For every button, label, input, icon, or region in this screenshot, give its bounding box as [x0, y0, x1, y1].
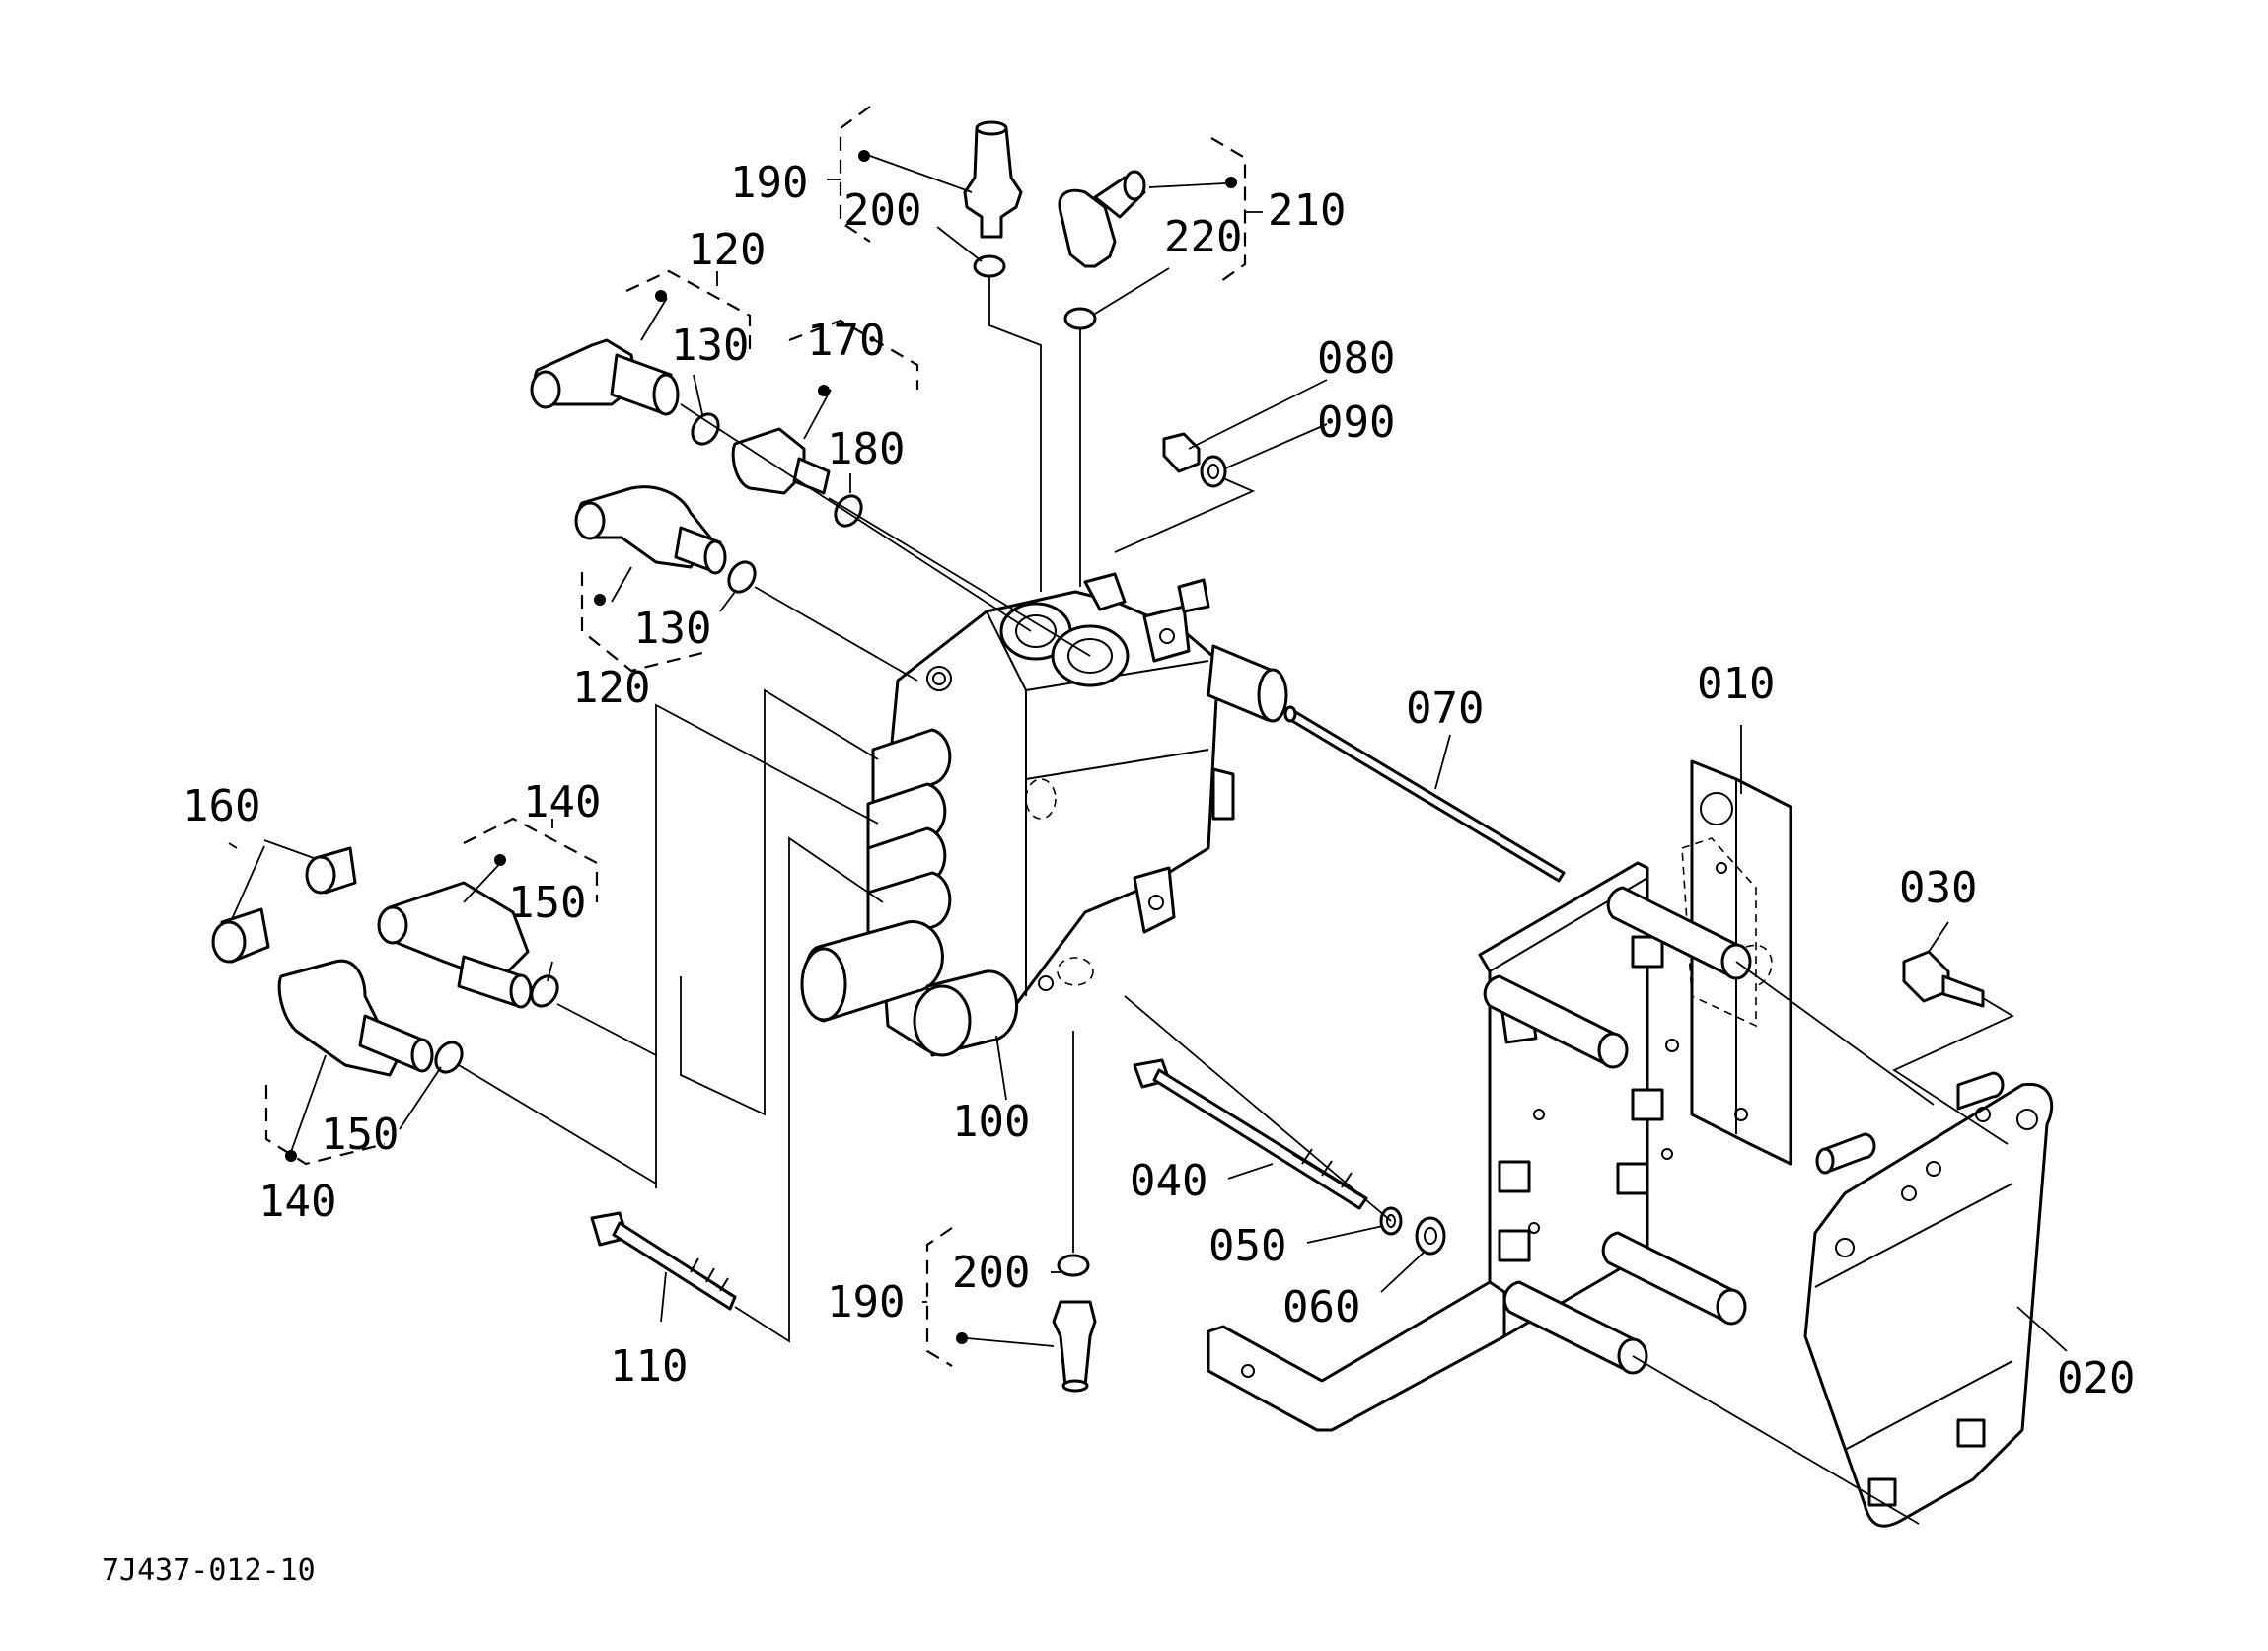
- part-210-elbow-fitting[interactable]: [1058, 170, 1146, 268]
- callout-040[interactable]: 040: [1130, 1156, 1207, 1206]
- callout-070[interactable]: 070: [1406, 683, 1484, 734]
- part-060-washer[interactable]: [1415, 1216, 1446, 1256]
- part-090-washer[interactable]: [1200, 455, 1227, 488]
- callout-120-upper[interactable]: 120: [688, 225, 766, 275]
- diagram-code: 7J437-012-10: [102, 1553, 316, 1588]
- leader-lines: [228, 155, 2068, 1525]
- part-140-tee-fitting-lower[interactable]: [277, 959, 434, 1077]
- group-brackets: [264, 106, 1247, 1367]
- part-040-bolt[interactable]: [1133, 1058, 1368, 1210]
- callout-140-lower[interactable]: 140: [258, 1177, 336, 1227]
- callout-labels: 010 020 030 040 050 060 070 080 090 100 …: [183, 158, 2135, 1403]
- callout-200-bottom[interactable]: 200: [952, 1248, 1030, 1298]
- callout-160[interactable]: 160: [183, 781, 260, 831]
- part-080-nut[interactable]: [1162, 432, 1201, 473]
- part-120-elbow-fitting-lower[interactable]: [574, 485, 727, 575]
- part-020-plate[interactable]: [1803, 1071, 2054, 1528]
- callout-080[interactable]: 080: [1317, 333, 1395, 384]
- callout-120-lower[interactable]: 120: [572, 663, 650, 713]
- callout-130-lower[interactable]: 130: [633, 604, 711, 654]
- callout-150-lower[interactable]: 150: [321, 1110, 399, 1160]
- part-120-elbow-fitting-upper[interactable]: [530, 338, 680, 416]
- callout-130-upper[interactable]: 130: [671, 321, 749, 371]
- part-140-tee-fitting-upper[interactable]: [377, 881, 533, 1009]
- part-030-bolt[interactable]: [1902, 950, 1985, 1008]
- part-170-adapter[interactable]: [731, 427, 831, 495]
- callout-170[interactable]: 170: [807, 316, 885, 366]
- part-160-cap-upper[interactable]: [305, 846, 357, 895]
- callout-020[interactable]: 020: [2057, 1353, 2135, 1403]
- part-100-control-valve[interactable]: [800, 572, 1288, 1057]
- callout-220[interactable]: 220: [1164, 212, 1242, 262]
- part-130-o-ring-lower[interactable]: [724, 557, 761, 597]
- callout-060[interactable]: 060: [1282, 1282, 1360, 1332]
- callout-140-upper[interactable]: 140: [523, 777, 601, 827]
- callout-200-top[interactable]: 200: [843, 185, 921, 236]
- group-dots: [285, 150, 1237, 1344]
- part-190-fitting-bottom[interactable]: [1052, 1300, 1097, 1393]
- callout-210[interactable]: 210: [1268, 185, 1346, 236]
- callout-010[interactable]: 010: [1697, 659, 1775, 709]
- callout-190-top[interactable]: 190: [730, 158, 808, 208]
- part-220-o-ring[interactable]: [1063, 307, 1097, 330]
- part-150-o-ring-lower[interactable]: [431, 1038, 468, 1077]
- callout-190-bottom[interactable]: 190: [827, 1277, 905, 1328]
- part-190-fitting-top[interactable]: [963, 120, 1023, 239]
- part-070-rod[interactable]: [1283, 705, 1566, 883]
- part-200-o-ring-bottom[interactable]: [1057, 1254, 1090, 1277]
- part-150-o-ring-upper[interactable]: [527, 971, 563, 1011]
- callout-110[interactable]: 110: [610, 1341, 688, 1392]
- part-010-bracket[interactable]: [1207, 759, 1792, 1432]
- part-110-bolt[interactable]: [590, 1211, 737, 1311]
- callout-050[interactable]: 050: [1208, 1221, 1286, 1271]
- callout-180[interactable]: 180: [827, 424, 905, 474]
- callout-150-upper[interactable]: 150: [508, 878, 586, 928]
- part-160-cap-lower[interactable]: [211, 907, 270, 964]
- callout-090[interactable]: 090: [1317, 397, 1395, 448]
- callout-030[interactable]: 030: [1899, 863, 1977, 913]
- part-130-o-ring-upper[interactable]: [688, 409, 724, 449]
- callout-100[interactable]: 100: [952, 1097, 1030, 1147]
